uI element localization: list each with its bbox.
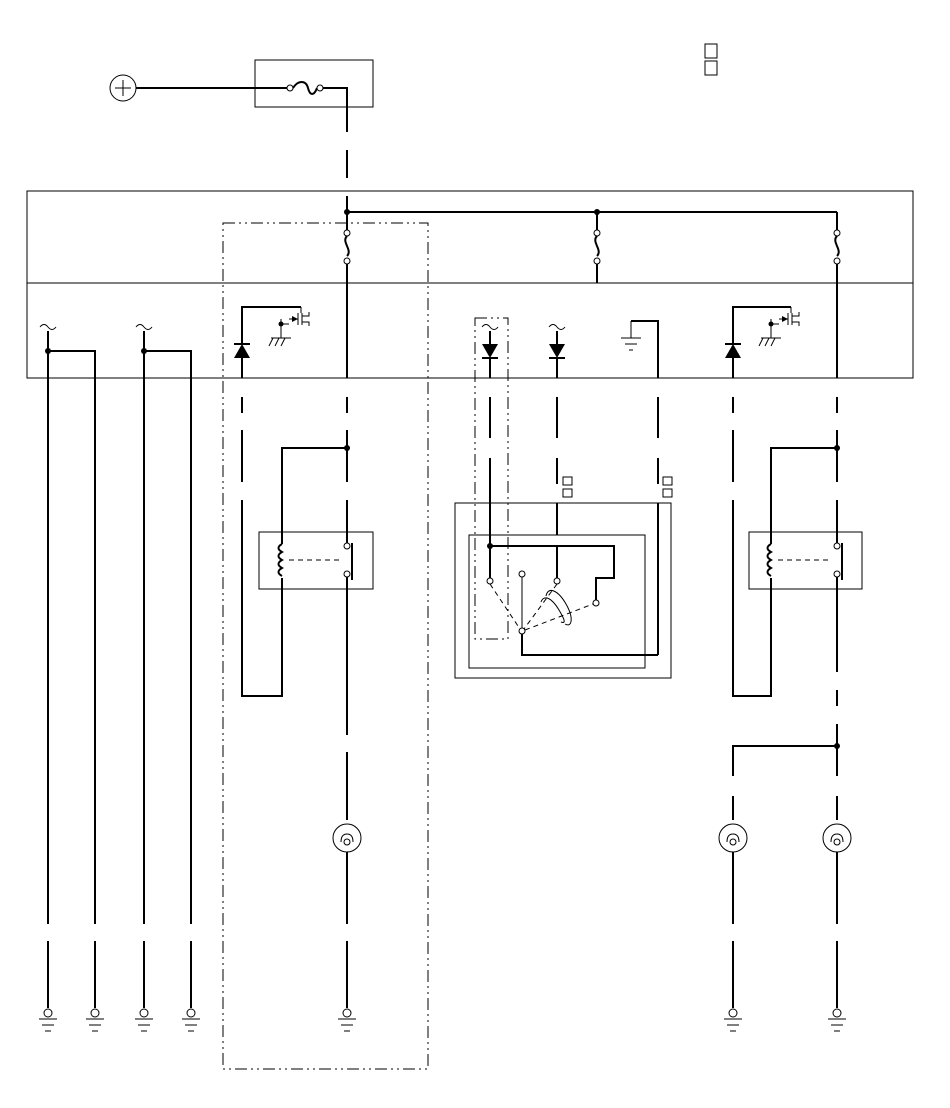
optional-circuit-region bbox=[222, 222, 429, 1070]
diode-right-icon bbox=[725, 343, 741, 358]
combination-switch bbox=[454, 502, 672, 679]
ground-terminal-icon bbox=[338, 1008, 356, 1032]
lamp-left-icon bbox=[332, 823, 362, 853]
ground-center-icon bbox=[621, 321, 641, 351]
battery-supply-symbol bbox=[109, 74, 137, 102]
diode-center-2-icon bbox=[548, 324, 566, 359]
ground-terminals bbox=[39, 1008, 846, 1032]
ground-terminal-icon bbox=[182, 1008, 200, 1032]
junction-block bbox=[26, 190, 914, 379]
ground-terminal-icon bbox=[724, 1008, 742, 1032]
sensor-wire-group-2 bbox=[135, 324, 192, 1008]
relay-right bbox=[748, 531, 863, 590]
diode-center-1-icon bbox=[481, 324, 499, 359]
main-fuse-box bbox=[254, 59, 374, 132]
ground-terminal-icon bbox=[39, 1008, 57, 1032]
fuse-left-icon bbox=[343, 212, 351, 265]
connector-c1-icon bbox=[562, 476, 573, 498]
fuse-link-icon bbox=[292, 81, 318, 95]
transistor-left-icon bbox=[241, 306, 310, 347]
switch-option-region bbox=[474, 317, 509, 640]
ground-terminal-icon bbox=[86, 1008, 104, 1032]
ground-terminal-icon bbox=[135, 1008, 153, 1032]
fuse-right-icon bbox=[833, 212, 841, 265]
lamp-right-1-icon bbox=[718, 823, 748, 853]
diode-left-icon bbox=[234, 343, 250, 358]
fuse-center-icon bbox=[593, 212, 601, 283]
ground-terminal-icon bbox=[828, 1008, 846, 1032]
wire-breaks bbox=[46, 924, 193, 941]
transistor-right-icon bbox=[732, 306, 800, 347]
legend-boxes-icon bbox=[704, 43, 718, 76]
sensor-wire-group-1 bbox=[39, 324, 96, 1008]
lamp-right-2-icon bbox=[822, 823, 852, 853]
connector-c2-icon bbox=[662, 476, 673, 498]
relay-left bbox=[258, 531, 374, 590]
